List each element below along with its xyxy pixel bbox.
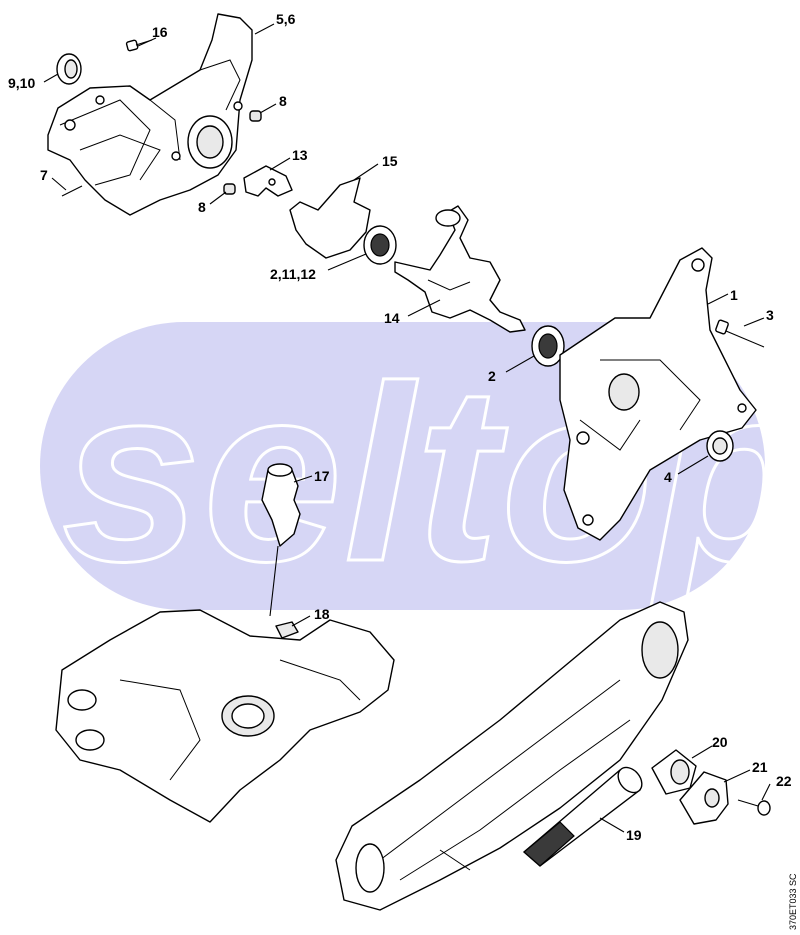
callout-8-lower: 8: [198, 199, 206, 215]
callout-15: 15: [382, 153, 398, 169]
callout-1: 1: [730, 287, 738, 303]
part-21: [679, 771, 729, 825]
bar-cover: [335, 601, 689, 911]
bolt-3: [715, 319, 765, 348]
gasket-15: [289, 177, 371, 259]
callout-13: 13: [292, 147, 308, 163]
seal-4: [706, 430, 734, 462]
callout-22: 22: [776, 773, 792, 789]
callout-21: 21: [752, 759, 768, 775]
callout-16: 16: [152, 24, 168, 40]
callout-20: 20: [712, 734, 728, 750]
crankcase-right-half-1: [559, 247, 757, 541]
callout-17: 17: [314, 468, 330, 484]
callout-14: 14: [384, 310, 400, 326]
drawing-code: 370ET033 SC: [788, 873, 798, 930]
part-19: [523, 766, 643, 867]
callout-3: 3: [766, 307, 774, 323]
engine-housing: [55, 609, 395, 823]
bearing-2: [531, 325, 565, 367]
callout-4: 4: [664, 469, 672, 485]
callout-5-6: 5,6: [276, 11, 296, 27]
callout-7: 7: [40, 167, 48, 183]
callout-2: 2: [488, 368, 496, 384]
seal-9-10: [56, 53, 82, 85]
part-20: [651, 749, 697, 795]
oil-pump-17: [261, 463, 301, 617]
callout-8-upper: 8: [279, 93, 287, 109]
sleeve-8-upper: [249, 110, 262, 122]
callout-2-11-12: 2,11,12: [270, 266, 316, 282]
crankshaft-14: [394, 205, 526, 333]
callout-18: 18: [314, 606, 330, 622]
leader-lines: [43, 23, 771, 833]
stud-7: [61, 185, 83, 197]
callout-19: 19: [626, 827, 642, 843]
sleeve-8-lower: [223, 183, 236, 195]
crankcase-left-half: [47, 13, 253, 216]
callout-labels: 16 5,6 9,10 8 7 13 8 15 2,11,12 1 3 14 2…: [8, 11, 792, 843]
bearing-2-11-12: [363, 225, 397, 265]
screw-22: [737, 799, 771, 816]
part-13: [243, 165, 293, 197]
callout-9-10: 9,10: [8, 75, 35, 91]
